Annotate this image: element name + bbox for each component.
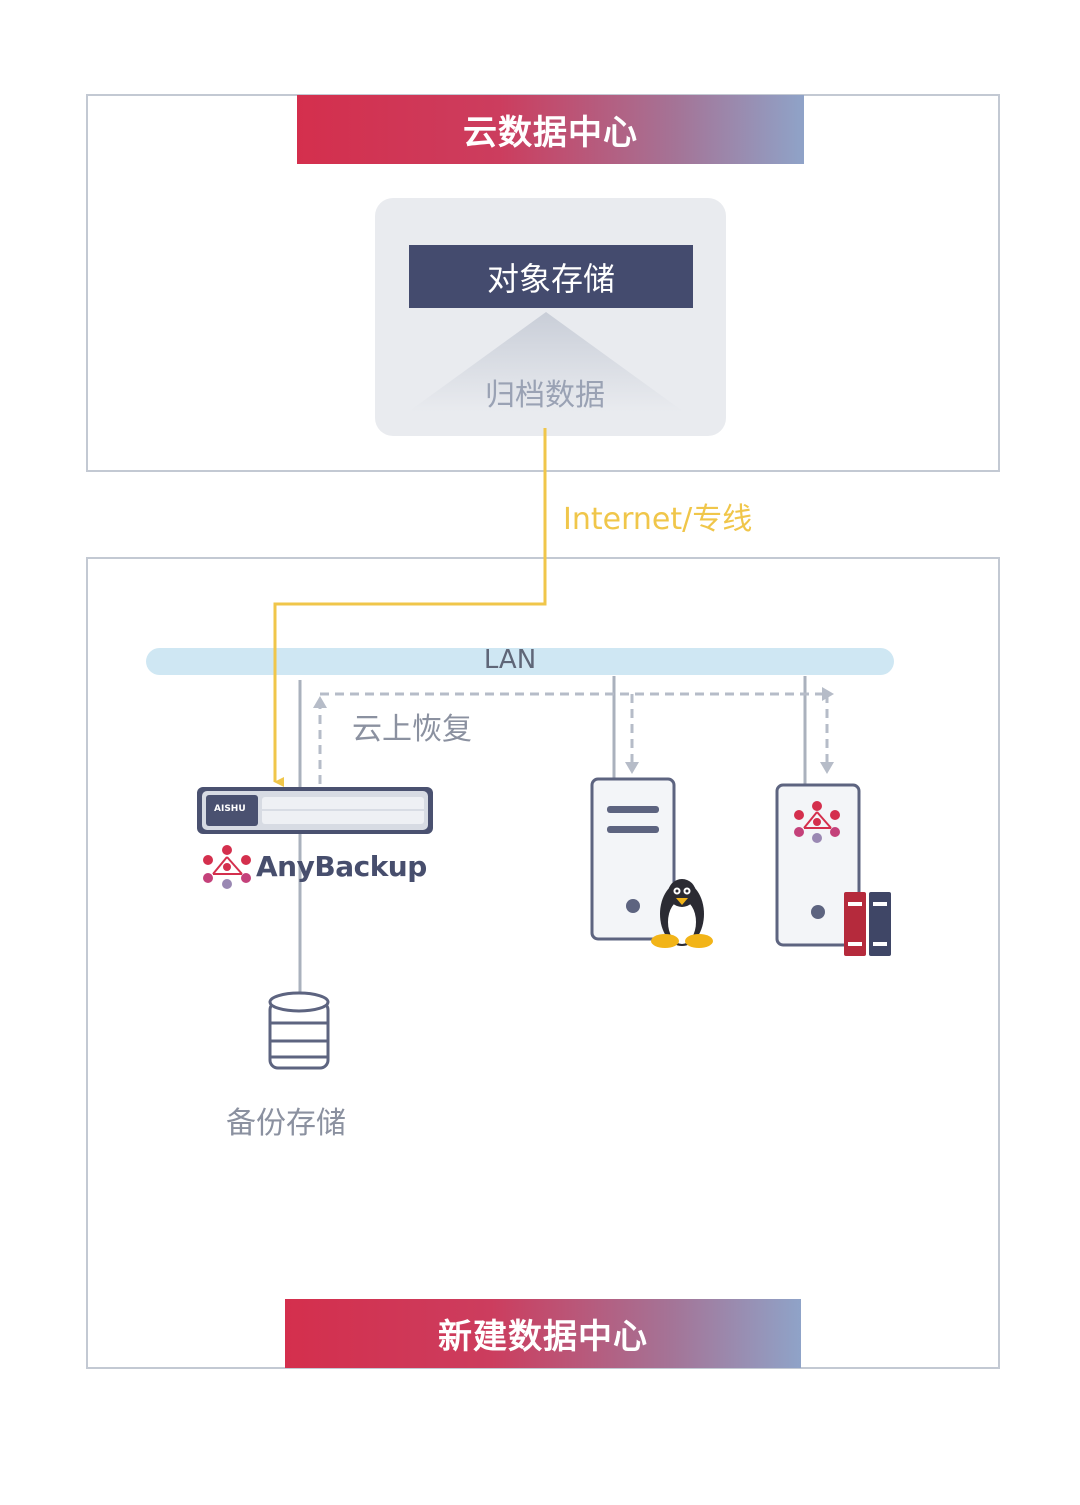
internet-link-label: Internet/专线 <box>563 502 753 537</box>
app-server <box>775 783 861 947</box>
backup-storage-label: 备份存储 <box>226 1106 346 1141</box>
lan-label: LAN <box>483 645 537 675</box>
archive-data-label: 归档数据 <box>485 378 605 413</box>
anybackup-product-label: AnyBackup <box>256 850 427 883</box>
aishu-brand-label: AISHU <box>214 804 246 814</box>
cloud-restore-label: 云上恢复 <box>352 712 472 747</box>
lan-bar <box>146 648 894 675</box>
app-server-logo-icon <box>794 801 840 843</box>
object-storage-box: 对象存储 <box>409 245 693 308</box>
cloud-datacenter-title: 云数据中心 <box>297 95 804 164</box>
new-datacenter-box <box>86 557 1000 1369</box>
linux-server <box>590 777 676 941</box>
cloud-restore-path <box>318 692 829 784</box>
anybackup-logo-icon <box>203 845 251 889</box>
linux-penguin-icon <box>651 879 713 948</box>
book-icon <box>844 892 891 956</box>
anybackup-appliance <box>197 787 433 834</box>
internet-link-line <box>273 428 547 787</box>
new-datacenter-title: 新建数据中心 <box>285 1299 801 1368</box>
database-icon <box>268 991 330 1070</box>
